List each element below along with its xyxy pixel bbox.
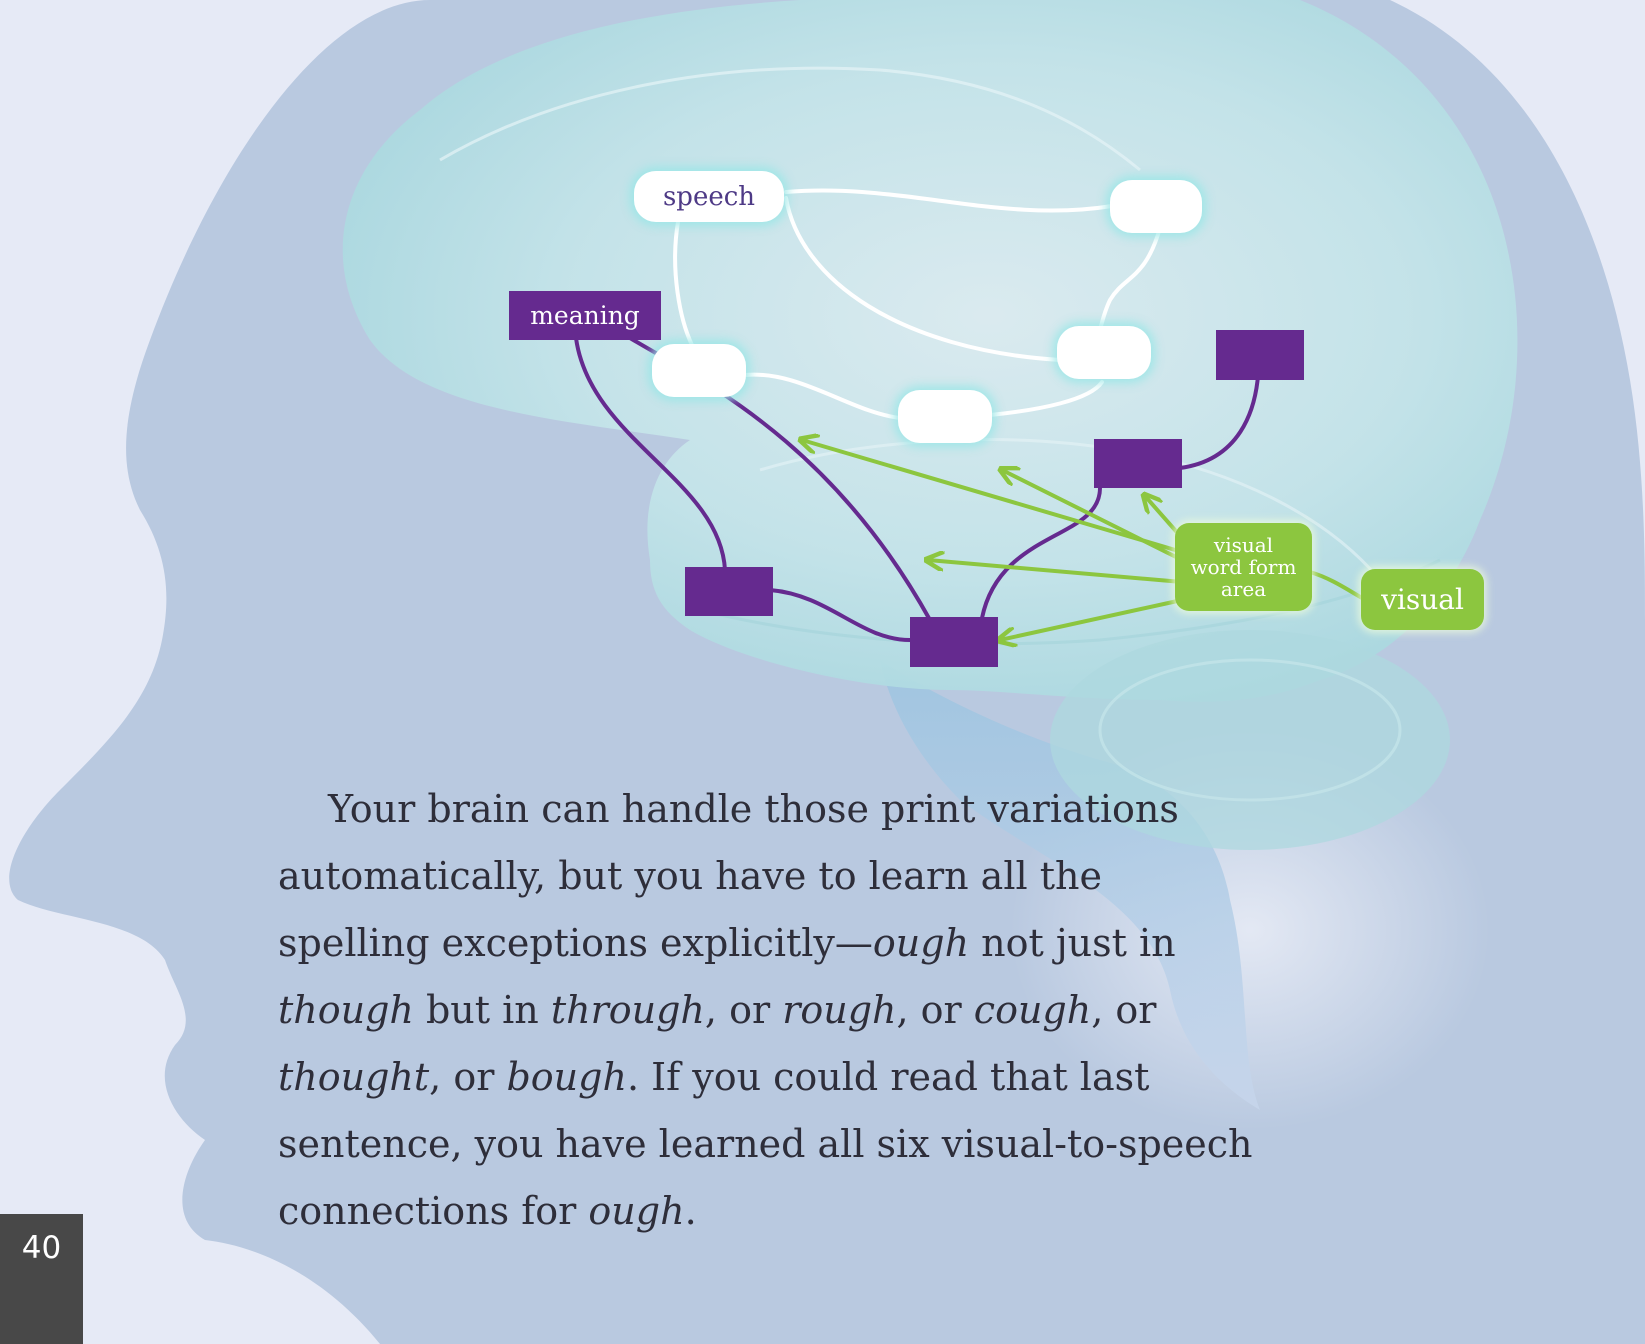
brain-stem — [880, 660, 1260, 1110]
connector-bottom-purple-to-mid-purple — [980, 486, 1102, 620]
connector-mid-purple-to-right-purple — [1178, 374, 1260, 470]
paragraph-line: connections for ough. — [278, 1178, 1298, 1245]
text-run: spelling exceptions explicitly— — [278, 921, 873, 965]
arrow-vwfa-to-bottom-purple — [1000, 598, 1184, 640]
speech-network-connectors — [673, 188, 1162, 420]
connector-top-right-to-mid-right — [1098, 226, 1162, 332]
text-run: . If you could read that last — [626, 1055, 1150, 1099]
meaning-network-node-bottom — [910, 617, 998, 667]
arrow-vwfa-to-speech-region — [802, 440, 1184, 554]
arrow-vwfa-to-lower-region — [928, 560, 1184, 584]
body-paragraph: Your brain can handle those print variat… — [278, 776, 1298, 1245]
vwfa-label-line: word form — [1190, 555, 1297, 579]
text-run: not just in — [969, 921, 1176, 965]
paragraph-line: sentence, you have learned all six visua… — [278, 1111, 1298, 1178]
italic-word: rough — [782, 988, 897, 1032]
paragraph-line: automatically, but you have to learn all… — [278, 843, 1298, 910]
text-run: , or — [429, 1055, 507, 1099]
connector-speech-to-left-node — [673, 220, 694, 347]
paragraph-line: though but in through, or rough, or coug… — [278, 977, 1298, 1044]
italic-word: though — [278, 988, 414, 1032]
vwfa-label-line: visual — [1213, 533, 1274, 557]
speech-network-node-mid-right — [1057, 326, 1151, 379]
cerebellum-fold — [1098, 658, 1402, 802]
text-run: Your brain can handle those print variat… — [328, 787, 1179, 831]
text-run: , or — [1091, 988, 1157, 1032]
text-run: automatically, but you have to learn all… — [278, 854, 1102, 898]
connector-speech-to-top-right — [784, 188, 1114, 213]
speech-network-node-top-right — [1110, 180, 1202, 233]
visual-node: visual — [1361, 569, 1484, 630]
text-run: but in — [413, 988, 551, 1032]
connector-meaning-to-left-purple — [574, 336, 727, 572]
meaning-network-node-mid — [1094, 439, 1182, 488]
vwfa-arrows — [802, 440, 1184, 640]
text-run: , or — [896, 988, 974, 1032]
connector-left-node-to-bottom — [743, 372, 902, 420]
italic-word: ough — [872, 921, 970, 965]
speech-network-node-left — [652, 344, 746, 397]
vwfa-label-line: area — [1220, 577, 1267, 601]
italic-word: thought — [278, 1055, 430, 1099]
text-run: , or — [704, 988, 783, 1032]
italic-word: bough — [506, 1055, 627, 1099]
text-run: sentence, you have learned all six visua… — [278, 1122, 1253, 1166]
speech-network-node-bottom — [898, 390, 992, 443]
paragraph-line: Your brain can handle those print variat… — [278, 776, 1298, 843]
italic-word: ough — [588, 1189, 685, 1233]
meaning-network-node-left — [685, 567, 773, 616]
brain-fold — [699, 558, 1441, 646]
meaning-network-node-right — [1216, 330, 1304, 380]
italic-word: through — [550, 988, 705, 1032]
connector-left-purple-to-bottom-purple — [768, 588, 912, 642]
brain-fold — [439, 66, 1141, 172]
connector-speech-to-mid-right — [784, 196, 1062, 362]
paragraph-line: spelling exceptions explicitly—ough not … — [278, 910, 1298, 977]
cerebellum — [1050, 630, 1450, 850]
arrow-vwfa-to-middle-region — [1002, 470, 1184, 562]
text-run: . — [684, 1189, 697, 1233]
text-run: connections for — [278, 1189, 589, 1233]
connector-bottom-to-mid-right — [988, 380, 1104, 417]
visual-word-form-area-node: visual word form area — [1175, 523, 1312, 611]
page-number: 40 — [21, 1230, 62, 1266]
paragraph-line: thought, or bough. If you could read tha… — [278, 1044, 1298, 1111]
meaning-node: meaning — [509, 291, 661, 340]
connector-visual-to-vwfa — [1308, 570, 1364, 600]
page-number-box: 40 — [0, 1214, 83, 1344]
speech-node: speech — [634, 171, 784, 222]
italic-word: cough — [973, 988, 1092, 1032]
